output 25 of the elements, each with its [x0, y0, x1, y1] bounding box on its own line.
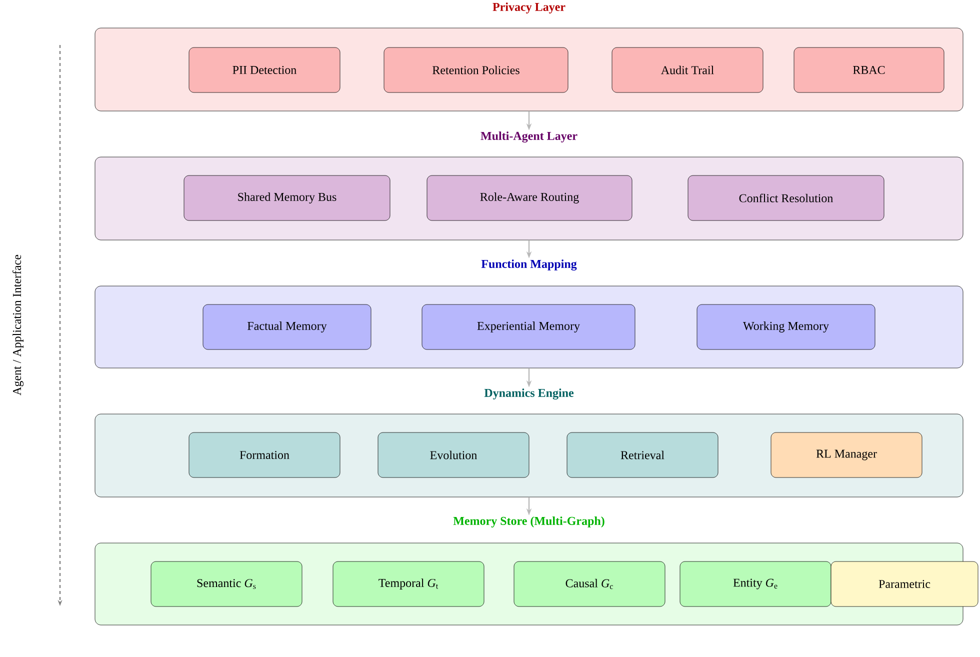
component-box: Retrieval	[566, 432, 718, 478]
component-box: Shared Memory Bus	[184, 175, 390, 221]
component-box: Factual Memory	[202, 304, 372, 350]
layer-heading: Multi-Agent Layer	[480, 132, 578, 142]
layer-heading: Privacy Layer	[492, 2, 566, 14]
component-box: RBAC	[794, 47, 944, 93]
component-box: Experiential Memory	[422, 304, 636, 350]
layer-heading: Memory Store (Multi-Graph)	[453, 516, 604, 528]
side-label: Agent / Application Interface	[12, 254, 24, 396]
layer-heading: Dynamics Engine	[484, 388, 574, 400]
component-box: Parametric	[830, 561, 978, 607]
component-box: Formation	[188, 432, 340, 478]
component-box: Audit Trail	[612, 47, 764, 93]
component-box: PII Detection	[188, 47, 340, 93]
component-box: Working Memory	[696, 304, 876, 350]
layer-heading: Function Mapping	[481, 260, 577, 270]
component-box: Entity G$_{e}$	[680, 561, 832, 607]
component-box: Retention Policies	[384, 47, 568, 93]
component-box: RL Manager	[770, 432, 922, 478]
component-box: Evolution	[378, 432, 530, 478]
component-box: Role-Aware Routing	[426, 175, 632, 221]
component-box: Semantic G$_{s}$	[150, 561, 302, 607]
component-box: Temporal G$_{t}$	[332, 561, 484, 607]
component-box: Conflict Resolution	[688, 175, 884, 221]
component-box: Causal G$_{c}$	[514, 561, 666, 607]
